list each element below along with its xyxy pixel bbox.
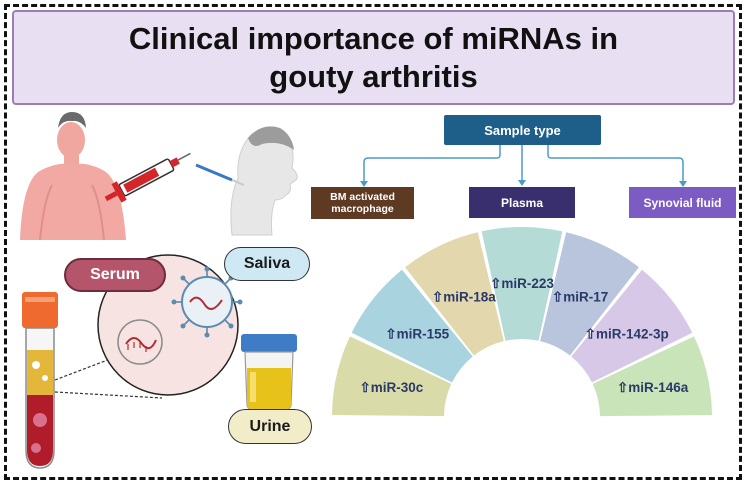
plasma-box: Plasma xyxy=(469,187,575,218)
mirna-label: ⇧miR-30c xyxy=(359,380,423,395)
sample-type-box: Sample type xyxy=(444,115,601,145)
mirna-segment xyxy=(481,227,563,341)
mirna-segment xyxy=(592,336,712,417)
syringe-icon xyxy=(104,152,191,203)
connector-lines xyxy=(360,145,687,187)
synovial-fluid-box: Synovial fluid xyxy=(629,187,736,218)
mirna-label: ⇧miR-146a xyxy=(617,380,689,395)
mirna-label: ⇧miR-142-3p xyxy=(585,326,669,341)
title-banner: Clinical importance of miRNAs in gouty a… xyxy=(12,10,735,105)
mirna-label: ⇧miR-18a xyxy=(432,289,496,304)
human-torso-icon xyxy=(20,112,126,241)
mirna-segment xyxy=(571,269,693,383)
dashed-frame xyxy=(4,4,742,480)
mirna-label: ⇧miR-155 xyxy=(385,326,449,341)
bm-macrophage-box: BM activated macrophage xyxy=(311,187,414,219)
mirna-segment xyxy=(405,232,504,356)
mirna-arc-chart: ⇧miR-30c ⇧miR-155 ⇧miR-18a⇧miR-223⇧miR-17 ⇧… xyxy=(332,227,712,417)
mirna-segment xyxy=(332,336,452,417)
mirna-segment xyxy=(351,269,473,383)
mirna-segment xyxy=(540,232,639,356)
urine-cup-icon xyxy=(241,334,297,411)
blood-tube-icon xyxy=(22,292,58,469)
mirna-label: ⇧miR-223 xyxy=(490,276,554,291)
serum-label: Serum xyxy=(64,258,166,292)
vesicle-icon xyxy=(117,319,163,365)
virus-icon xyxy=(171,266,243,338)
page-title: Clinical importance of miRNAs in gouty a… xyxy=(128,20,619,94)
saliva-label: Saliva xyxy=(224,247,310,281)
mirna-label: ⇧miR-17 xyxy=(552,289,608,304)
urine-label: Urine xyxy=(228,409,312,444)
head-swab-icon xyxy=(195,126,298,236)
